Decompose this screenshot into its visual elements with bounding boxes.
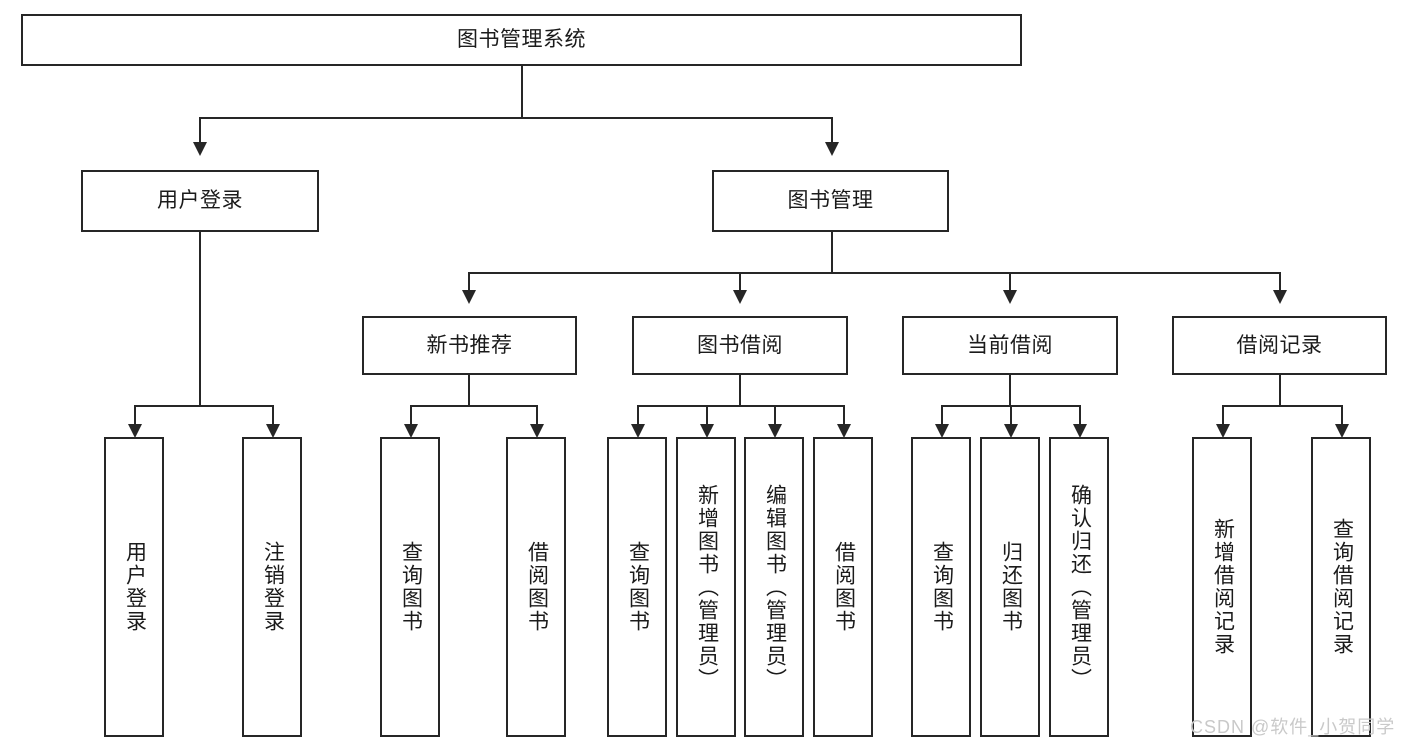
leaf-new-book-1[interactable]: 查询图书 [380,437,440,737]
arrow-bb-to-leaf-3 [768,424,782,438]
leaf-book-borrow-4[interactable]: 借阅图书 [813,437,873,737]
node-label: 当前借阅 [967,333,1053,357]
node-label: 归还图书 [999,541,1023,633]
watermark-text: CSDN @软件_小贺同学 [1190,717,1396,737]
arrow-br-to-leaf-1 [1216,424,1230,438]
edge-root-to-user-login [199,117,201,144]
node-root-book-management-system[interactable]: 图书管理系统 [21,14,1022,66]
node-label: 新书推荐 [426,333,513,357]
node-label: 查询图书 [930,541,954,633]
arrow-root-to-user-login [193,142,207,156]
edge-nb-to-leaf-2 [536,405,538,428]
node-label: 图书管理系统 [457,28,586,52]
node-borrow-records[interactable]: 借阅记录 [1172,316,1387,375]
arrow-bm-to-book-borrow [733,290,747,304]
node-label: 查询图书 [399,541,423,633]
edge-bm-to-borrow-records [1279,272,1281,294]
node-label: 注销登录 [261,541,285,633]
arrow-nb-to-leaf-2 [530,424,544,438]
leaf-user-login-1[interactable]: 用户登录 [104,437,164,737]
node-book-borrow[interactable]: 图书借阅 [632,316,848,375]
leaf-borrow-records-2[interactable]: 查询借阅记录 [1311,437,1371,737]
node-label: 借阅记录 [1236,333,1323,357]
node-label: 图书借阅 [697,333,783,357]
arrow-cb-to-leaf-3 [1073,424,1087,438]
edge-current-borrow-stem [1009,375,1011,405]
node-label: 新增借阅记录 [1211,518,1235,656]
leaf-book-borrow-3[interactable]: 编辑图书（管理员） [744,437,804,737]
leaf-book-borrow-1[interactable]: 查询图书 [607,437,667,737]
leaf-current-borrow-3[interactable]: 确认归还（管理员） [1049,437,1109,737]
edge-bm-to-book-borrow [739,272,741,294]
node-label: 确认归还（管理员） [1068,483,1092,691]
node-label: 图书管理 [787,189,874,213]
edge-user-login-bus [134,405,272,407]
edge-br-to-leaf-2 [1341,405,1343,428]
leaf-current-borrow-2[interactable]: 归还图书 [980,437,1040,737]
edge-bm-to-current-borrow [1009,272,1011,294]
node-label: 查询图书 [626,541,650,633]
edge-bb-to-leaf-1 [637,405,639,428]
leaf-user-login-2[interactable]: 注销登录 [242,437,302,737]
node-label: 借阅图书 [525,541,549,633]
leaf-current-borrow-1[interactable]: 查询图书 [911,437,971,737]
edge-book-management-bus [468,272,1280,274]
edge-br-to-leaf-1 [1222,405,1224,428]
edge-user-login-to-leaf-1 [134,405,136,428]
leaf-new-book-2[interactable]: 借阅图书 [506,437,566,737]
edge-book-borrow-stem [739,375,741,405]
edge-cb-to-leaf-3 [1079,405,1081,428]
edge-root-to-book-management [831,117,833,144]
arrow-bb-to-leaf-4 [837,424,851,438]
edge-root-bus [199,117,833,119]
edge-nb-to-leaf-1 [410,405,412,428]
node-book-management[interactable]: 图书管理 [712,170,949,232]
node-label: 编辑图书（管理员） [763,483,787,691]
arrow-root-to-book-management [825,142,839,156]
arrow-bm-to-borrow-records [1273,290,1287,304]
node-label: 借阅图书 [832,541,856,633]
leaf-borrow-records-1[interactable]: 新增借阅记录 [1192,437,1252,737]
edge-user-login-to-leaf-2 [272,405,274,428]
edge-borrow-records-bus [1222,405,1341,407]
node-current-borrow[interactable]: 当前借阅 [902,316,1118,375]
edge-borrow-records-stem [1279,375,1281,405]
arrow-cb-to-leaf-2 [1004,424,1018,438]
arrow-nb-to-leaf-1 [404,424,418,438]
node-label: 用户登录 [157,189,243,213]
edge-cb-to-leaf-2 [1010,405,1012,428]
arrow-user-login-to-leaf-1 [128,424,142,438]
edge-root-stem [521,66,523,117]
edge-cb-to-leaf-1 [941,405,943,428]
edge-new-book-stem [468,375,470,405]
arrow-user-login-to-leaf-2 [266,424,280,438]
edge-bm-to-new-book [468,272,470,294]
arrow-bm-to-new-book [462,290,476,304]
node-new-book-recommend[interactable]: 新书推荐 [362,316,577,375]
node-user-login[interactable]: 用户登录 [81,170,319,232]
edge-book-management-stem [831,232,833,272]
node-label: 用户登录 [123,541,147,633]
edge-bb-to-leaf-3 [774,405,776,428]
arrow-bm-to-current-borrow [1003,290,1017,304]
node-label: 新增图书（管理员） [695,483,719,691]
edge-bb-to-leaf-2 [706,405,708,428]
arrow-bb-to-leaf-2 [700,424,714,438]
leaf-book-borrow-2[interactable]: 新增图书（管理员） [676,437,736,737]
arrow-br-to-leaf-2 [1335,424,1349,438]
edge-book-borrow-bus [637,405,843,407]
node-label: 查询借阅记录 [1330,518,1354,656]
edge-new-book-bus [410,405,536,407]
arrow-cb-to-leaf-1 [935,424,949,438]
arrow-bb-to-leaf-1 [631,424,645,438]
edge-user-login-stem [199,232,201,405]
edge-bb-to-leaf-4 [843,405,845,428]
